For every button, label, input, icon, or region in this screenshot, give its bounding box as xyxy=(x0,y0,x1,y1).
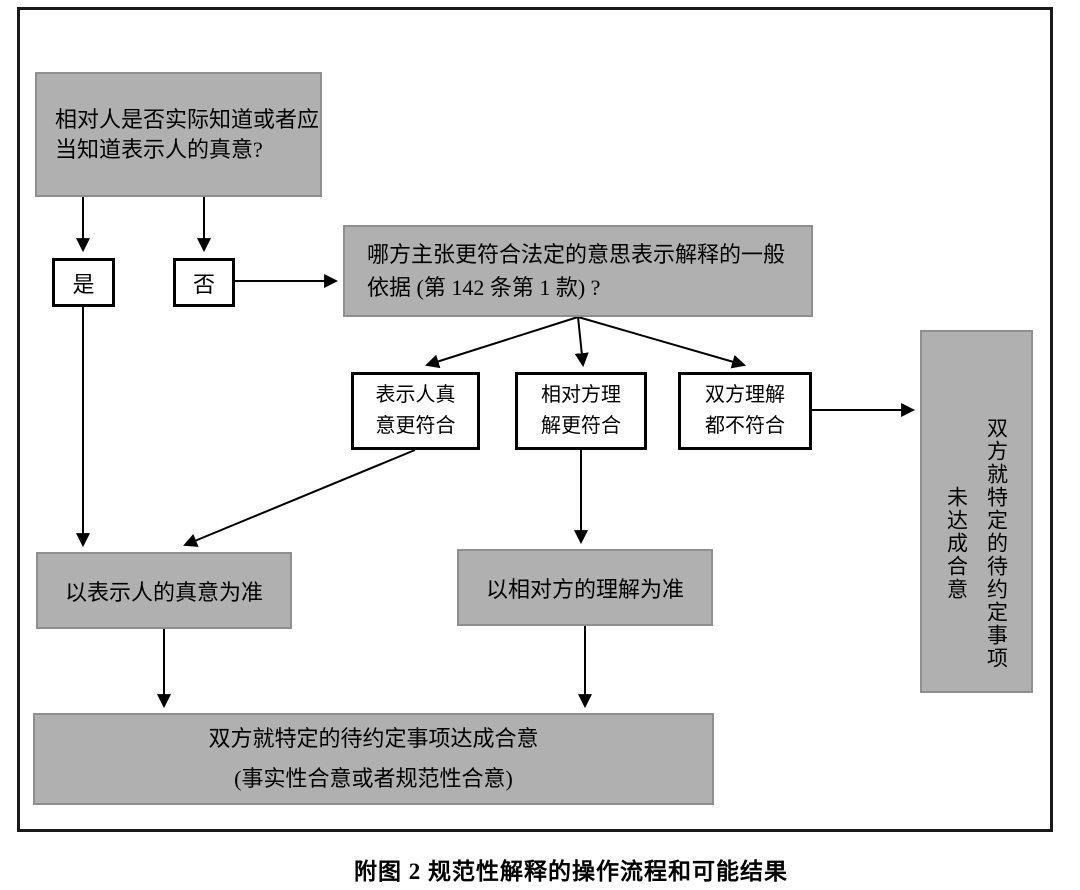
question-box-knowledge: 相对人是否实际知道或者应 当知道表示人的真意? xyxy=(35,72,322,197)
consensus-line2: (事实性合意或者规范性合意) xyxy=(234,766,513,791)
option-neither-fits: 双方理解 都不符合 xyxy=(678,372,812,450)
no-box: 否 xyxy=(173,258,235,307)
option-neither-line2: 都不符合 xyxy=(705,415,785,437)
question-legal-basis-line1: 哪方主张更符合法定的意思表示解释的一般 xyxy=(367,242,786,267)
no-consensus-line1: 双方就特定的待约定事项 xyxy=(984,417,1009,670)
diagram-frame xyxy=(17,7,1053,832)
result-declarant-intent: 以表示人的真意为准 xyxy=(36,552,292,629)
yes-label: 是 xyxy=(72,271,95,297)
result-recipient-label: 以相对方的理解为准 xyxy=(485,576,684,602)
consensus-line1: 双方就特定的待约定事项达成合意 xyxy=(208,726,539,751)
question-knowledge-line1: 相对人是否实际知道或者应 xyxy=(55,106,320,132)
figure-caption: 附图 2 规范性解释的操作流程和可能结果 xyxy=(354,859,788,884)
result-recipient-understanding: 以相对方的理解为准 xyxy=(457,549,713,626)
option-declarant-intent: 表示人真 意更符合 xyxy=(351,372,480,450)
question-box-legal-basis: 哪方主张更符合法定的意思表示解释的一般 依据 (第 142 条第 1 款) ? xyxy=(343,225,813,317)
question-knowledge-line2: 当知道表示人的真意? xyxy=(55,136,263,162)
option-recipient-understanding: 相对方理 解更符合 xyxy=(515,372,647,450)
yes-box: 是 xyxy=(52,258,115,307)
option-recipient-line2: 解更符合 xyxy=(541,415,621,437)
no-consensus-box: 双方就特定的待约定事项 未达成合意 xyxy=(920,330,1033,693)
consensus-box: 双方就特定的待约定事项达成合意 (事实性合意或者规范性合意) xyxy=(33,713,714,805)
option-neither-line1: 双方理解 xyxy=(705,384,785,406)
result-declarant-label: 以表示人的真意为准 xyxy=(64,579,263,605)
option-declarant-line2: 意更符合 xyxy=(375,415,456,437)
option-recipient-line1: 相对方理 xyxy=(541,384,621,406)
question-legal-basis-line2: 依据 (第 142 条第 1 款) ? xyxy=(367,275,601,300)
no-consensus-vertical-text: 双方就特定的待约定事项 未达成合意 xyxy=(937,417,1017,670)
option-declarant-line1: 表示人真 xyxy=(375,384,456,406)
no-label: 否 xyxy=(192,271,215,297)
no-consensus-line2: 未达成合意 xyxy=(944,486,969,601)
